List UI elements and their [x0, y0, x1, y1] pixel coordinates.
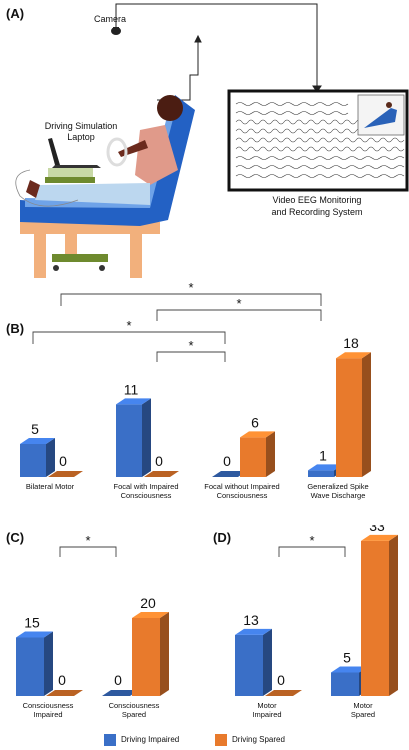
significance-bracket	[156, 351, 226, 362]
significance-bracket	[60, 293, 322, 306]
eeg-label-line1: Video EEG Monitoring	[272, 195, 362, 205]
value-label: 0	[58, 672, 66, 688]
value-label: 20	[140, 595, 156, 611]
camera-icon	[111, 27, 121, 35]
laptop-label-line1: Driving Simulation	[44, 121, 118, 131]
category-label: Consciousness	[109, 701, 160, 710]
legend-label-spared: Driving Spared	[232, 735, 285, 744]
category-label: Focal without Impaired	[204, 482, 279, 491]
panel-b-label: (B)	[6, 321, 25, 336]
legend-swatch-spared	[215, 734, 227, 746]
panel-a-label: (A)	[6, 6, 25, 21]
value-label: 0	[155, 453, 163, 469]
panel-d-label: (D)	[213, 530, 232, 545]
significance-star: *	[85, 533, 90, 548]
bar-driving-spared	[144, 471, 179, 477]
bar-driving-impaired	[16, 631, 53, 696]
bar-driving-impaired	[116, 398, 151, 477]
bar-driving-spared	[132, 612, 169, 696]
value-label: 0	[223, 453, 231, 469]
eeg-label-line2: and Recording System	[271, 206, 363, 217]
value-label: 18	[343, 335, 359, 351]
laptop-label-line2: Laptop	[67, 132, 95, 143]
wiring-lines	[115, 3, 322, 101]
patient-figure	[15, 95, 183, 207]
laptop-table	[45, 138, 101, 183]
category-label: Bilateral Motor	[26, 482, 75, 491]
eeg-monitor	[227, 89, 409, 192]
significance-bracket	[156, 309, 322, 321]
significance-star: *	[188, 280, 193, 295]
category-label: Consciousness	[217, 491, 268, 500]
significance-star: *	[126, 318, 131, 333]
category-label: Motor	[257, 701, 277, 710]
value-label: 11	[124, 381, 139, 397]
bar-driving-spared	[361, 534, 398, 696]
significance-bracket	[32, 331, 226, 344]
eeg-label: Video EEG Monitoring and Recording Syste…	[228, 195, 406, 218]
category-label: Consciousness	[121, 491, 172, 500]
value-label: 5	[343, 650, 351, 666]
significance-bracket	[278, 546, 346, 557]
category-label: Consciousness	[23, 701, 74, 710]
bar-driving-spared	[46, 690, 83, 696]
category-label: Generalized Spike	[307, 482, 368, 491]
value-label: 5	[31, 421, 39, 437]
significance-star: *	[188, 338, 193, 353]
category-label: Focal with Impaired	[113, 482, 178, 491]
value-label: 13	[243, 612, 259, 628]
bar-driving-impaired	[212, 471, 247, 477]
bar-driving-impaired	[235, 628, 272, 696]
value-label: 0	[277, 672, 285, 688]
category-label: Spared	[122, 710, 146, 719]
bar-driving-spared	[48, 471, 83, 477]
value-label: 6	[251, 414, 259, 430]
category-label: Impaired	[33, 710, 62, 719]
camera-label: Camera	[94, 14, 127, 24]
bar-driving-spared	[240, 431, 275, 477]
value-label: 1	[319, 447, 327, 463]
legend: Driving Impaired Driving Spared	[0, 733, 409, 747]
value-label: 0	[59, 453, 67, 469]
bar-driving-spared	[336, 352, 371, 477]
bar-driving-impaired	[102, 690, 139, 696]
value-label: 0	[114, 672, 122, 688]
legend-swatch-impaired	[104, 734, 116, 746]
significance-bracket	[59, 546, 117, 557]
category-label: Motor	[353, 701, 373, 710]
value-label: 15	[24, 615, 40, 631]
value-label: 33	[369, 525, 385, 534]
laptop-label: Driving Simulation Laptop	[26, 121, 136, 144]
significance-star: *	[236, 296, 241, 311]
chart-c: 150ConsciousnessImpaired020Consciousness…	[16, 533, 169, 719]
category-label: Impaired	[252, 710, 281, 719]
panel-c-label: (C)	[6, 530, 25, 545]
legend-label-impaired: Driving Impaired	[121, 735, 180, 744]
category-label: Wave Discharge	[311, 491, 366, 500]
significance-star: *	[309, 533, 314, 548]
category-label: Spared	[351, 710, 375, 719]
experimental-setup-illustration	[15, 3, 409, 278]
bar-driving-impaired	[20, 438, 55, 477]
bar-driving-spared	[265, 690, 302, 696]
